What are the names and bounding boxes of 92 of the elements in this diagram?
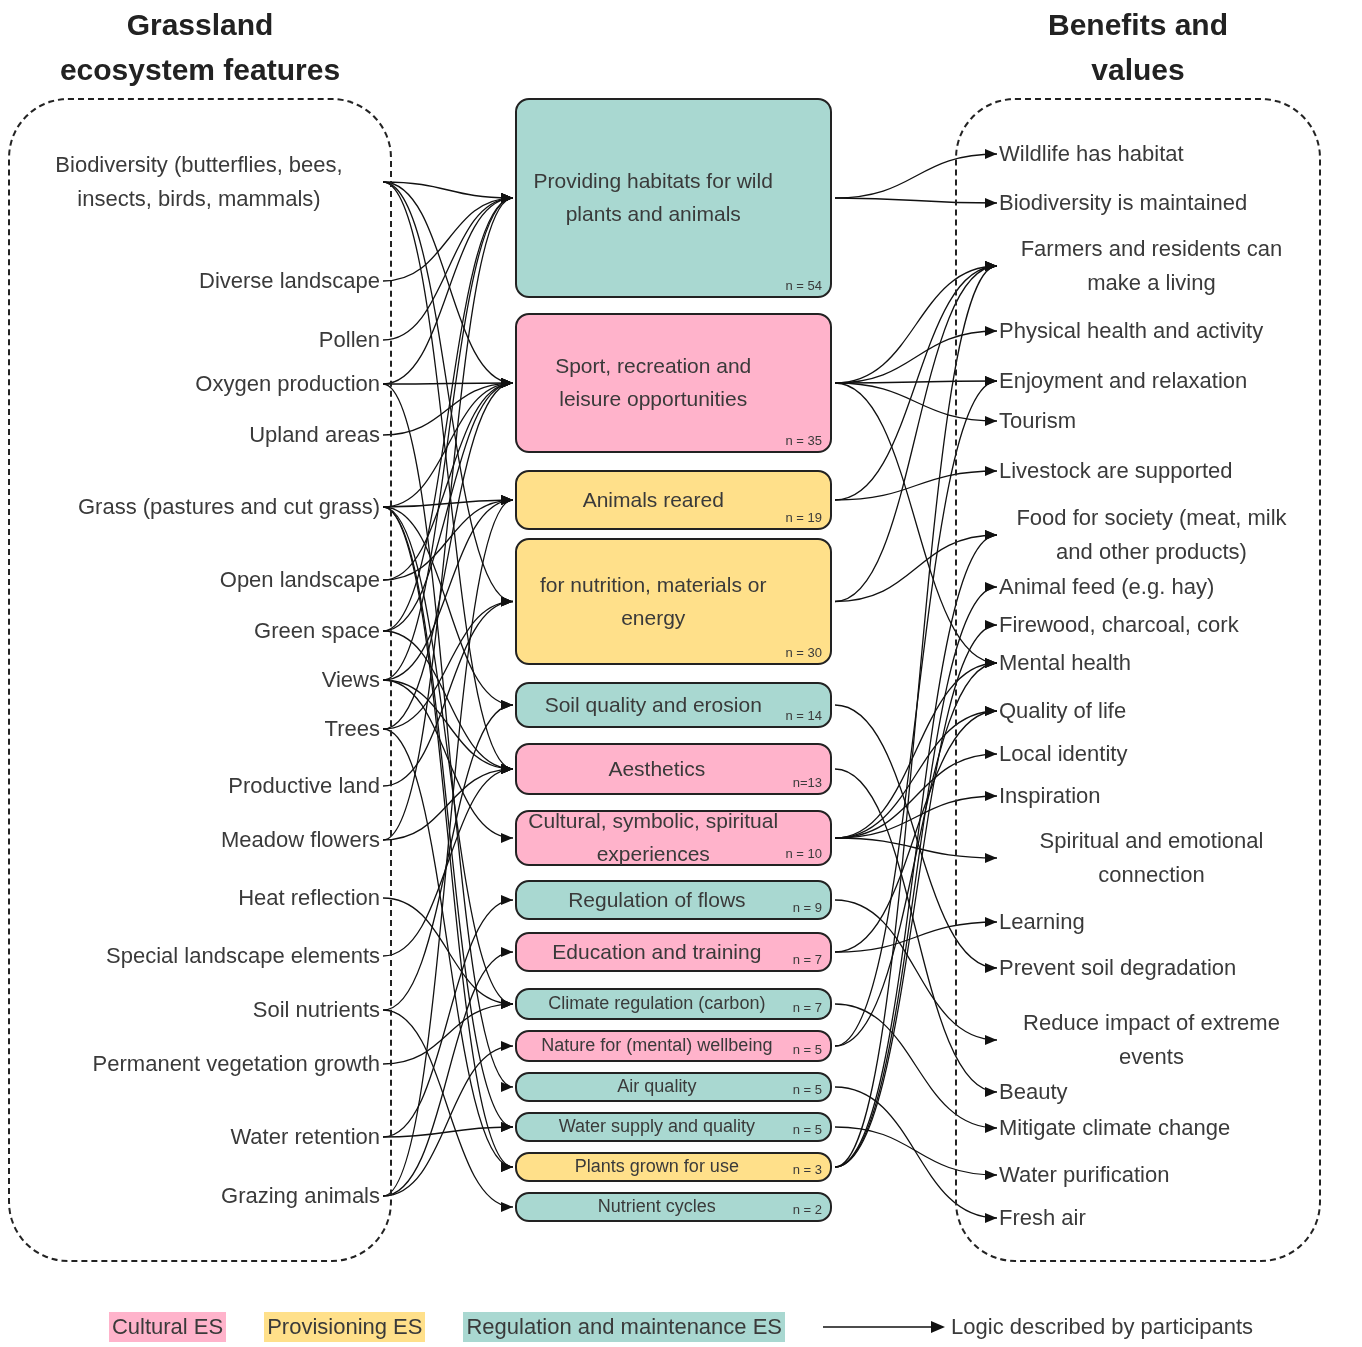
- service-box: [515, 1112, 832, 1142]
- feature-label: Views: [321, 662, 380, 698]
- service-box: [515, 1192, 832, 1222]
- box-title: Soil quality and erosion: [543, 691, 763, 718]
- benefit-label: Firewood, charcoal, cork: [999, 607, 1239, 643]
- service-box: [515, 932, 832, 972]
- benefit-label: Wildlife has habitat: [999, 136, 1184, 172]
- benefit-label: Prevent soil degradation: [999, 950, 1237, 986]
- benefit-label: Local identity: [999, 736, 1128, 772]
- feature-label: Productive land: [228, 768, 380, 804]
- service-box: [515, 98, 832, 298]
- arrow: [834, 197, 998, 208]
- benefit-label: Tourism: [999, 403, 1076, 439]
- count-label: n=13: [792, 775, 822, 790]
- box-title: Regulation of flows: [567, 886, 747, 913]
- count-label: n = 54: [785, 278, 822, 293]
- count-label: n = 9: [792, 900, 822, 915]
- feature-label: Upland areas: [249, 417, 380, 453]
- feature-label: Grass (pastures and cut grass): [78, 489, 380, 525]
- service-box: [515, 880, 832, 920]
- benefit-label: Quality of life: [999, 693, 1127, 729]
- count-label: n = 7: [792, 1000, 822, 1015]
- benefit-label: Mitigate climate change: [999, 1110, 1231, 1146]
- benefit-label: Animal feed (e.g. hay): [999, 569, 1215, 605]
- count-label: n = 19: [785, 510, 822, 525]
- service-box: [515, 810, 832, 866]
- benefit-label: Enjoyment and relaxation: [999, 363, 1248, 399]
- legend-label: Regulation and maintenance ES: [463, 1312, 786, 1342]
- benefit-label: Beauty: [999, 1074, 1068, 1110]
- count-label: n = 14: [785, 708, 822, 723]
- benefit-label: Physical health and activity: [999, 313, 1264, 349]
- count-label: n = 5: [792, 1042, 822, 1057]
- box-title: for nutrition, materials or energy: [539, 571, 768, 631]
- box-title: Sport, recreation and leisure opportunities: [554, 353, 753, 412]
- feature-label: Water retention: [230, 1119, 380, 1155]
- count-label: n = 35: [785, 433, 822, 448]
- benefit-label: Livestock are supported: [999, 453, 1233, 489]
- box-title: Air quality: [616, 1075, 698, 1099]
- count-label: n = 3: [792, 1162, 822, 1177]
- box-title: Plants grown for use: [573, 1155, 740, 1179]
- benefit-label: Mental health: [999, 645, 1132, 681]
- feature-label: Green space: [254, 613, 380, 649]
- feature-label: Grazing animals: [221, 1178, 380, 1214]
- benefit-label: Inspiration: [999, 778, 1101, 814]
- legend-label: Logic described by participants: [951, 1314, 1254, 1340]
- service-box: [515, 1072, 832, 1102]
- count-label: n = 5: [792, 1122, 822, 1137]
- feature-label: Trees: [324, 711, 380, 747]
- feature-label: Permanent vegetation growth: [92, 1046, 380, 1082]
- group-heading: Grassland ecosystem features: [58, 7, 342, 88]
- box-title: Water supply and quality: [557, 1115, 757, 1139]
- feature-label: Heat reflection: [238, 880, 380, 916]
- legend-label: Provisioning ES: [264, 1312, 426, 1342]
- service-box: [515, 1152, 832, 1182]
- feature-label: Biodiversity (butterflies, bees, insects, birds, mammals): [18, 147, 380, 217]
- service-box: [515, 1030, 832, 1062]
- box-title: Nature for (mental) wellbeing: [540, 1034, 774, 1058]
- service-box: [515, 743, 832, 795]
- box-title: Climate regulation (carbon): [547, 992, 767, 1016]
- service-box: [515, 682, 832, 728]
- box-title: Nutrient cycles: [596, 1195, 717, 1219]
- count-label: n = 5: [792, 1082, 822, 1097]
- box-title: Aesthetics: [607, 755, 707, 782]
- feature-label: Special landscape elements: [106, 938, 380, 974]
- benefit-label: Water purification: [999, 1157, 1170, 1193]
- count-label: n = 7: [792, 952, 822, 967]
- benefit-label: Farmers and residents can make a living: [999, 231, 1304, 301]
- count-label: n = 10: [785, 846, 822, 861]
- box-title: Providing habitats for wild plants and animals: [532, 168, 774, 227]
- service-box: [515, 470, 832, 530]
- box-title: Cultural, symbolic, spiritual experiences: [527, 808, 780, 867]
- feature-label: Soil nutrients: [252, 992, 380, 1028]
- feature-label: Meadow flowers: [221, 822, 380, 858]
- group-heading: Benefits and values: [1047, 7, 1229, 88]
- benefit-label: Biodiversity is maintained: [999, 185, 1248, 221]
- feature-label: Pollen: [318, 322, 380, 358]
- service-box: [515, 313, 832, 453]
- benefit-label: Fresh air: [999, 1200, 1086, 1236]
- box-title: Animals reared: [581, 486, 725, 513]
- benefit-label: Reduce impact of extreme events: [999, 1005, 1304, 1075]
- count-label: n = 30: [785, 645, 822, 660]
- legend-label: Cultural ES: [108, 1312, 227, 1342]
- benefit-label: Spiritual and emotional connection: [999, 823, 1304, 893]
- box-title: Education and training: [551, 938, 763, 965]
- feature-label: Oxygen production: [195, 366, 380, 402]
- feature-label: Open landscape: [219, 562, 380, 598]
- feature-label: Diverse landscape: [199, 263, 380, 299]
- benefit-label: Learning: [999, 904, 1085, 940]
- service-box: [515, 988, 832, 1020]
- benefit-label: Food for society (meat, milk and other products): [999, 500, 1304, 570]
- service-box: [515, 538, 832, 665]
- count-label: n = 2: [792, 1202, 822, 1217]
